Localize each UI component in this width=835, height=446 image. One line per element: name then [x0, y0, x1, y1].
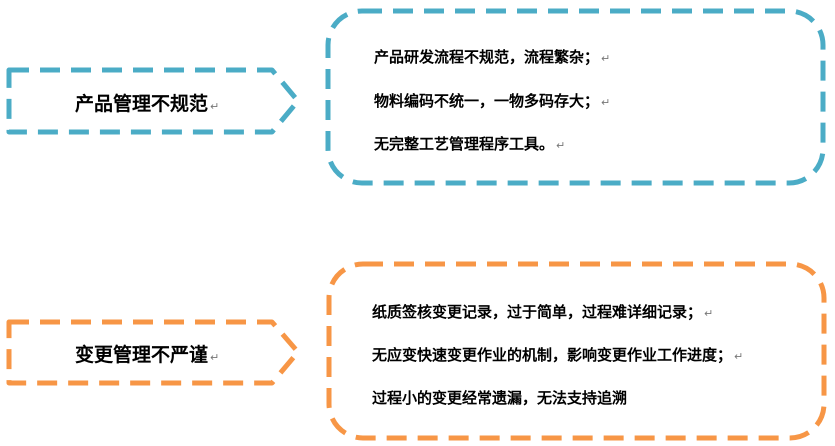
product-point-3: 无完整工艺管理程序工具。↵ — [374, 135, 566, 153]
product-arrow-shape — [6, 67, 301, 135]
product-detail-box — [325, 8, 826, 186]
product-label: 产品管理不规范↵ — [75, 93, 220, 115]
change-arrow-shape — [6, 319, 301, 386]
change-point-3: 过程小的变更经常遗漏，无法支持追溯 — [372, 389, 628, 407]
change-point-2: 无应变快速变更作业的机制，影响变更作业工作进度；↵ — [372, 346, 744, 364]
change-point-1: 纸质签核变更记录，过于简单，过程难详细记录；↵ — [372, 303, 714, 321]
product-point-2: 物料编码不统一，一物多码存大；↵ — [374, 92, 611, 110]
product-point-1: 产品研发流程不规范，流程繁杂；↵ — [374, 48, 611, 66]
change-label: 变更管理不严谨↵ — [75, 344, 220, 366]
change-detail-box — [326, 261, 827, 441]
